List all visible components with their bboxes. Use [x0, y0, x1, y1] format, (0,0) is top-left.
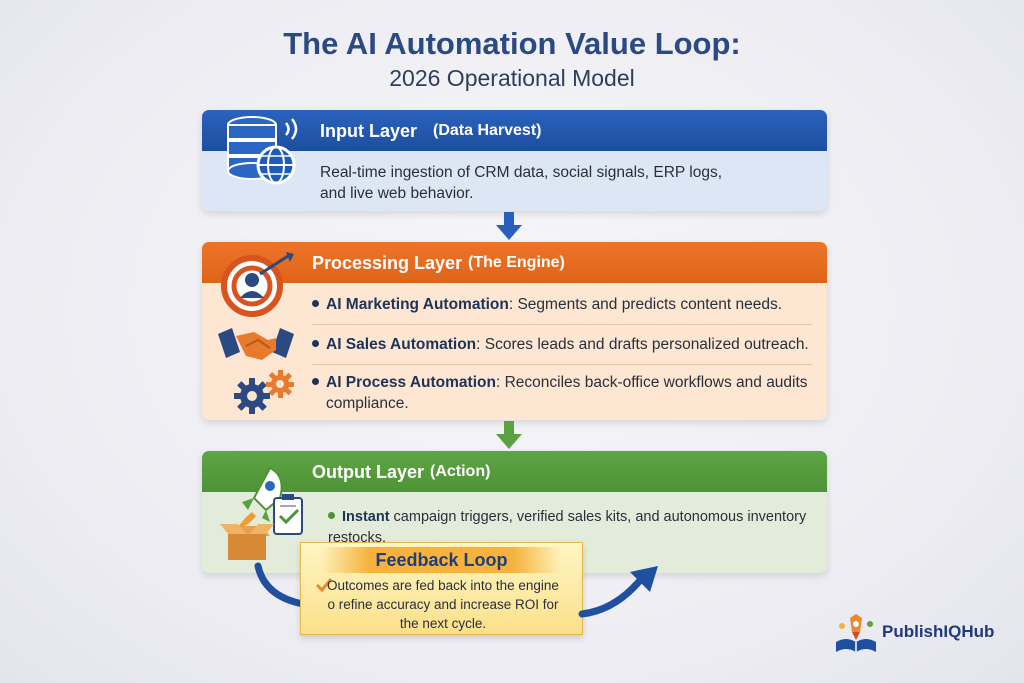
input-layer-text-line1: Real-time ingestion of CRM data, social … — [320, 164, 723, 181]
feedback-text: Outcomes are fed back into the engine o … — [313, 576, 573, 633]
output-layer-title: Output Layer — [312, 462, 425, 482]
input-layer-card: Input Layer (Data Harvest) Real-time ing… — [202, 110, 827, 211]
output-layer-subtitle: (Action) — [430, 463, 491, 480]
publishiqhub-logo-icon — [836, 614, 876, 652]
gears-icon — [234, 370, 294, 414]
feedback-loop-box: Feedback Loop Outcomes are fed back into… — [300, 542, 583, 635]
output-item: Instant campaign triggers, verified sale… — [328, 509, 807, 546]
feedback-line1: Outcomes are fed back into the engine — [327, 578, 559, 593]
processing-layer-subtitle: (The Engine) — [468, 254, 565, 271]
processing-item-marketing: AI Marketing Automation: Segments and pr… — [312, 294, 782, 315]
processing-item-sales: AI Sales Automation: Scores leads and dr… — [312, 334, 809, 355]
input-layer-header: Input Layer (Data Harvest) — [202, 110, 827, 151]
logo-text: PublishIQHub — [882, 622, 995, 641]
page-title: The AI Automation Value Loop: — [283, 26, 741, 61]
input-layer-subtitle: (Data Harvest) — [433, 122, 542, 139]
feedback-line2: o refine accuracy and increase ROI for — [327, 597, 559, 612]
page-subtitle: 2026 Operational Model — [389, 65, 635, 91]
processing-layer-card: Processing Layer (The Engine) AI Marketi… — [202, 242, 827, 420]
feedback-arrow-right-icon — [578, 566, 658, 618]
processing-item-process-cont: compliance. — [326, 395, 409, 412]
feedback-title: Feedback Loop — [375, 550, 508, 570]
processing-layer-title: Processing Layer — [312, 253, 463, 273]
database-globe-icon — [227, 116, 298, 185]
processing-layer-header: Processing Layer (The Engine) — [202, 242, 827, 283]
arrow-down-icon — [496, 212, 522, 240]
divider — [312, 364, 812, 365]
arrow-down-icon — [496, 421, 522, 449]
handshake-icon — [218, 328, 294, 360]
output-layer-header: Output Layer (Action) — [202, 451, 827, 492]
rocket-box-clipboard-icon — [220, 466, 303, 560]
input-layer-text-line2: and live web behavior. — [320, 185, 474, 202]
processing-item-process: AI Process Automation: Reconciles back-o… — [312, 372, 808, 393]
check-icon — [315, 578, 333, 593]
feedback-line3: the next cycle. — [399, 616, 487, 631]
feedback-title-bar — [321, 547, 561, 573]
input-layer-title: Input Layer — [320, 121, 418, 141]
divider — [312, 324, 812, 325]
target-person-icon — [221, 252, 294, 317]
